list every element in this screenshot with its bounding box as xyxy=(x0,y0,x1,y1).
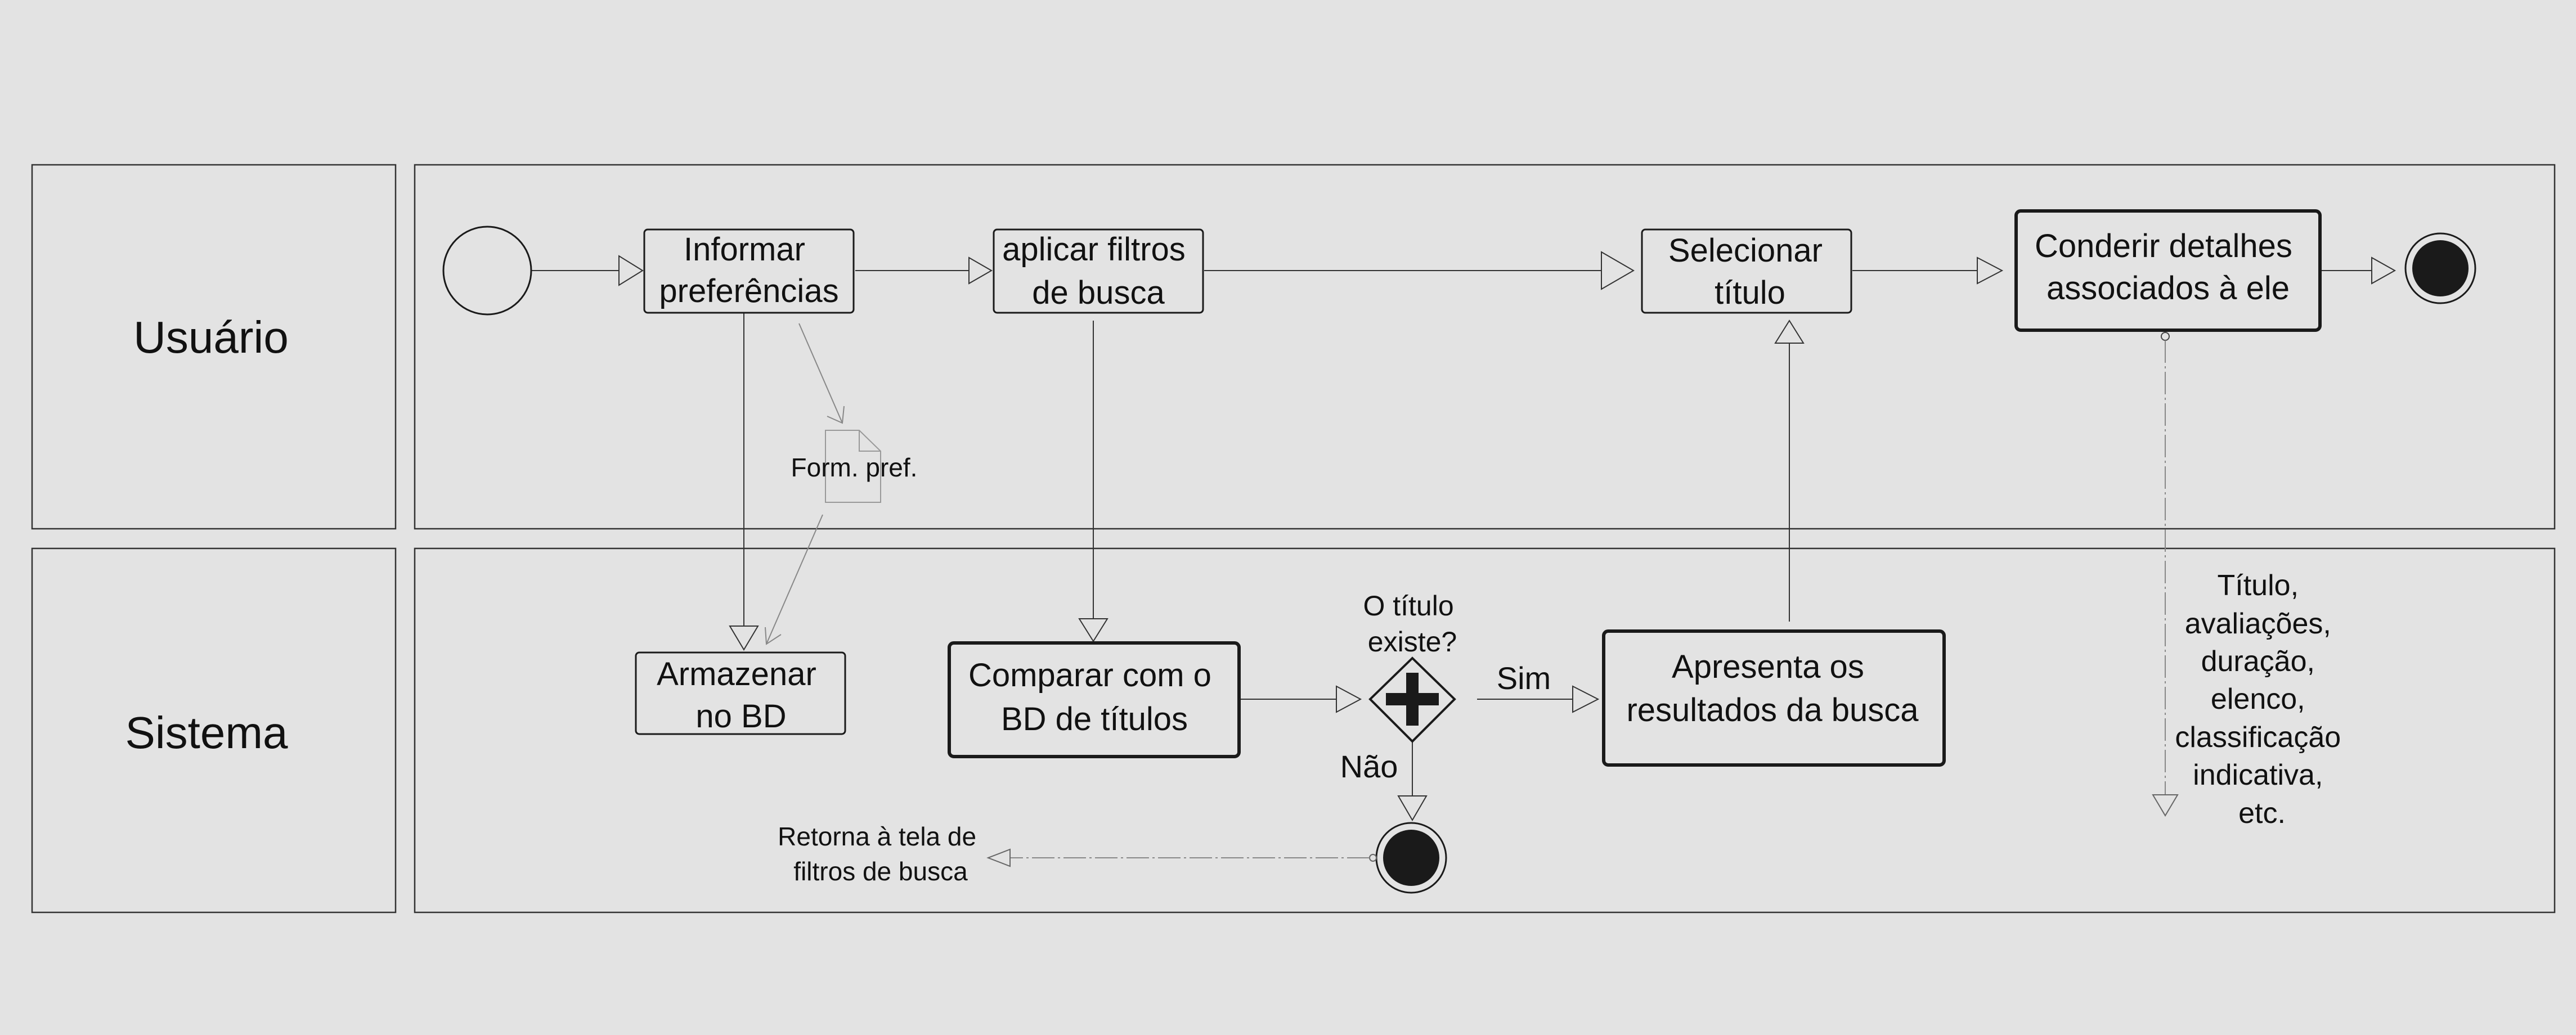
arrowhead xyxy=(618,255,644,286)
lane-label-box-usuario xyxy=(31,164,397,530)
exclusive-gateway xyxy=(1368,656,1456,743)
task-informar-preferencias: Informar preferências xyxy=(659,231,838,309)
task-informar-preferencias-box xyxy=(643,228,855,314)
arrowhead xyxy=(1397,795,1428,821)
arrowhead xyxy=(1078,618,1109,642)
arrowhead xyxy=(1774,320,1805,344)
task-aplicar-filtros-box xyxy=(993,228,1204,314)
arrowhead xyxy=(2371,256,2397,285)
task-armazenar: Armazenar no BD xyxy=(657,656,825,735)
task-comparar: Comparar com o BD de títulos xyxy=(968,657,1220,737)
task-conderir-detalhes-box xyxy=(2014,209,2322,332)
task-apresenta-resultados: Apresenta os resultados da busca xyxy=(1626,649,1919,728)
end-event-sistema xyxy=(1375,822,1447,894)
lane-usuario xyxy=(414,164,2556,530)
task-aplicar-filtros: aplicar filtros de busca xyxy=(1002,231,1195,311)
lane-label-box-sistema xyxy=(31,547,397,914)
lane-label-sistema: Sistema xyxy=(125,708,288,758)
end-event-usuario xyxy=(2404,232,2476,304)
task-armazenar-box xyxy=(635,651,846,735)
task-comparar-box xyxy=(948,641,1241,758)
arrowhead xyxy=(1572,685,1600,713)
start-event xyxy=(442,226,532,316)
lane-sistema xyxy=(414,547,2556,914)
arrowhead xyxy=(968,256,993,285)
arrowhead xyxy=(1336,685,1362,713)
data-object-form-pref xyxy=(825,430,881,503)
gateway-no-label: Não xyxy=(1340,749,1398,784)
arrowhead xyxy=(1977,256,2004,285)
arrowhead xyxy=(2152,794,2179,817)
task-selecionar-titulo: Selecionar título xyxy=(1668,232,1832,311)
task-apresenta-box xyxy=(1602,629,1946,767)
arrowhead xyxy=(729,626,759,651)
annotation-retorna: Retorna à tela de filtros de busca xyxy=(778,822,984,886)
arrowhead xyxy=(1601,251,1635,290)
data-object-label: Form. pref. xyxy=(791,453,918,482)
arrowhead xyxy=(986,848,1011,867)
annotation-details: Título, avaliações, duração, elenco, cla… xyxy=(2175,569,2349,830)
gateway-question: O título existe? xyxy=(1363,590,1461,658)
task-conderir-detalhes: Conderir detalhes associados à ele xyxy=(2035,228,2301,307)
task-selecionar-titulo-box xyxy=(1641,228,1852,314)
gateway-yes-label: Sim xyxy=(1497,660,1551,696)
lane-label-usuario: Usuário xyxy=(133,312,289,362)
